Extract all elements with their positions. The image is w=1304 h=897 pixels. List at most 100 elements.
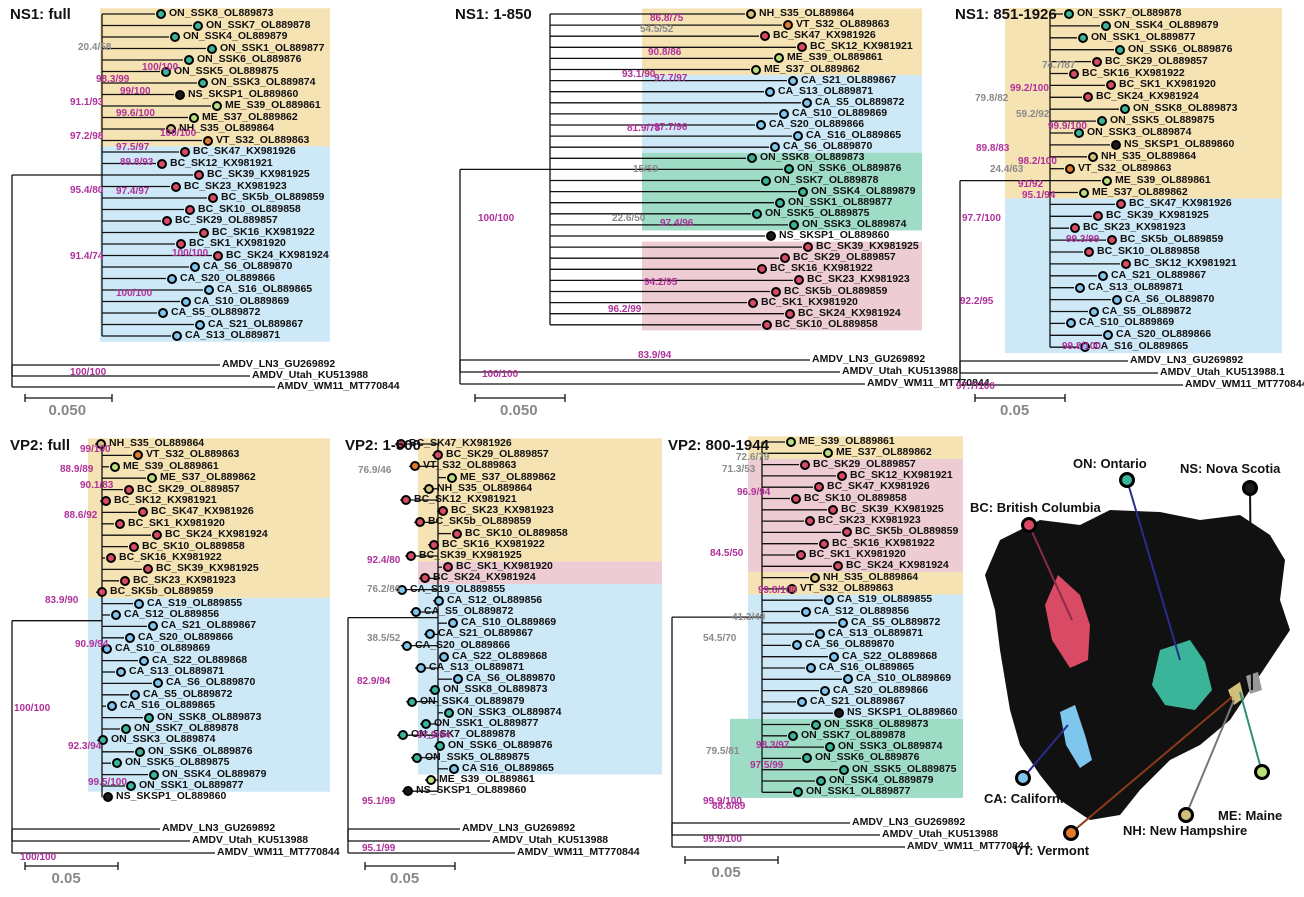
taxon-label: CA_S10_OL889869 bbox=[194, 294, 290, 307]
taxon-label: CA_S12_OL889856 bbox=[814, 604, 910, 617]
taxon-marker bbox=[783, 20, 793, 31]
taxon-label: BC_SK39_KX981925 bbox=[419, 549, 522, 561]
taxon-label: CA_S20_OL889866 bbox=[138, 630, 234, 643]
taxon-marker bbox=[396, 439, 406, 449]
taxon-label: BC_SK1_KX981920 bbox=[761, 295, 858, 308]
region-ns bbox=[1246, 672, 1262, 694]
clade-box bbox=[418, 438, 662, 562]
taxon-marker bbox=[1102, 175, 1112, 186]
taxon-marker bbox=[789, 219, 799, 230]
taxon-label: BC_SK5b_OL889859 bbox=[428, 515, 532, 528]
taxon-label: BC_SK10_OL889858 bbox=[775, 317, 878, 330]
support-value: 91.4/74 bbox=[70, 251, 104, 262]
taxon-label: ME_S39_OL889861 bbox=[225, 99, 321, 111]
support-value: 90.8/86 bbox=[648, 47, 682, 58]
support-value: 91.1/93 bbox=[70, 97, 104, 108]
taxon-marker bbox=[107, 701, 117, 712]
support-value: 93.1/90 bbox=[622, 69, 656, 80]
taxon-label: ON_SSK8_OL889873 bbox=[760, 151, 865, 164]
taxon-label: VT_S32_OL889863 bbox=[216, 133, 310, 146]
taxon-label: NS_SKSP1_OL889860 bbox=[416, 784, 527, 797]
taxon-marker bbox=[1065, 163, 1075, 174]
support-value: 15/59 bbox=[633, 164, 659, 175]
taxon-label: BC_SK23_KX981923 bbox=[451, 504, 554, 517]
taxon-marker bbox=[814, 482, 824, 493]
taxon-marker bbox=[116, 667, 126, 677]
taxon-label: CA_S16_OL889865 bbox=[806, 129, 902, 142]
support-value: 94.2/95 bbox=[644, 277, 678, 288]
taxon-label: BC_SK16_KX981922 bbox=[212, 225, 315, 238]
taxon-label: BC_SK47_KX981926 bbox=[409, 437, 512, 449]
taxon-marker bbox=[212, 101, 222, 111]
taxon-label: BC_SK1_KX981920 bbox=[1119, 78, 1216, 91]
map-state-marker bbox=[1178, 807, 1194, 823]
taxon-label: ON_SSK6_OL889876 bbox=[197, 53, 302, 65]
support-value: 84.5/50 bbox=[710, 548, 744, 559]
taxon-label: CA_S16_OL889865 bbox=[217, 283, 313, 295]
taxon-marker bbox=[199, 227, 209, 238]
taxon-label: BC_SK47_KX981926 bbox=[193, 145, 296, 157]
taxon-label: AMDV_Utah_KU513988 bbox=[192, 834, 309, 846]
taxon-label: BC_SK29_OL889857 bbox=[1105, 54, 1208, 67]
map-leader-line bbox=[1249, 487, 1253, 691]
support-value: 88.8/89 bbox=[712, 801, 746, 812]
support-value: 86.8/75 bbox=[650, 13, 684, 24]
taxon-marker bbox=[420, 573, 430, 584]
taxon-label: AMDV_WM11_MT770844 bbox=[867, 377, 990, 389]
taxon-marker bbox=[811, 719, 821, 730]
support-value: 97.7/96 bbox=[654, 122, 688, 133]
taxon-marker bbox=[1120, 104, 1130, 115]
map-leader-line bbox=[1185, 699, 1235, 816]
taxon-marker bbox=[170, 32, 180, 42]
taxon-label: BC_SK47_KX981926 bbox=[1129, 197, 1232, 210]
taxon-label: BC_SK39_KX981925 bbox=[156, 562, 259, 575]
taxon-marker bbox=[1106, 80, 1116, 91]
taxon-marker bbox=[161, 66, 171, 77]
taxon-marker bbox=[810, 572, 820, 583]
taxon-label: CA_S5_OL889872 bbox=[143, 687, 233, 700]
taxon-label: ON_SSK7_OL889878 bbox=[134, 722, 239, 734]
taxon-marker bbox=[126, 781, 136, 791]
support-value: 83.9/90 bbox=[45, 595, 79, 606]
support-value: 100/100 bbox=[70, 367, 107, 378]
map-leader-line bbox=[1126, 479, 1181, 661]
taxon-label: AMDV_LN3_GU269892 bbox=[852, 816, 966, 828]
taxon-label: CA_S22_OL889868 bbox=[152, 653, 248, 666]
taxon-label: NS_SKSP1_OL889860 bbox=[847, 706, 958, 719]
taxon-marker bbox=[793, 131, 803, 142]
taxon-label: ME_S39_OL889861 bbox=[799, 435, 895, 447]
taxon-label: BC_SK47_KX981926 bbox=[773, 29, 876, 42]
taxon-marker bbox=[770, 142, 780, 153]
taxon-label: CA_S5_OL889872 bbox=[815, 95, 905, 108]
support-value: 97.5/99 bbox=[750, 760, 784, 771]
taxon-label: BC_SK16_KX981922 bbox=[832, 536, 935, 549]
taxon-label: NS_SKSP1_OL889860 bbox=[188, 87, 299, 100]
taxon-label: ON_SSK4_OL889879 bbox=[811, 184, 916, 197]
support-value: 100/100 bbox=[20, 852, 57, 863]
taxon-marker bbox=[801, 606, 811, 617]
taxon-marker bbox=[444, 707, 454, 718]
support-value: 99.3/99 bbox=[1066, 234, 1100, 245]
support-value: 82.9/94 bbox=[357, 676, 391, 687]
taxon-marker bbox=[166, 124, 176, 134]
taxon-marker bbox=[424, 483, 434, 494]
taxon-marker bbox=[102, 644, 112, 655]
taxon-marker bbox=[1070, 223, 1080, 234]
support-value: 88.6/92 bbox=[64, 510, 98, 521]
map-label: NH: New Hampshire bbox=[1123, 823, 1248, 838]
taxon-label: BC_SK5b_OL889859 bbox=[784, 284, 888, 297]
taxon-label: BC_SK10_OL889858 bbox=[465, 526, 568, 539]
taxon-label: CA_S20_OL889866 bbox=[769, 118, 865, 130]
taxon-marker bbox=[96, 439, 106, 449]
taxon-label: BC_SK29_OL889857 bbox=[446, 448, 549, 461]
taxon-label: CA_S6_OL889870 bbox=[466, 672, 556, 685]
taxon-label: ME_S37_OL889862 bbox=[1092, 185, 1188, 198]
taxon-marker bbox=[762, 319, 772, 330]
taxon-label: CA_S19_OL889855 bbox=[837, 593, 933, 606]
taxon-marker bbox=[800, 459, 810, 470]
map-state-marker bbox=[1021, 517, 1037, 533]
support-value: 88.9/89 bbox=[60, 464, 94, 475]
support-value: 22.6/50 bbox=[612, 213, 646, 224]
taxon-marker bbox=[1084, 247, 1094, 257]
support-value: 100/100 bbox=[160, 128, 197, 139]
